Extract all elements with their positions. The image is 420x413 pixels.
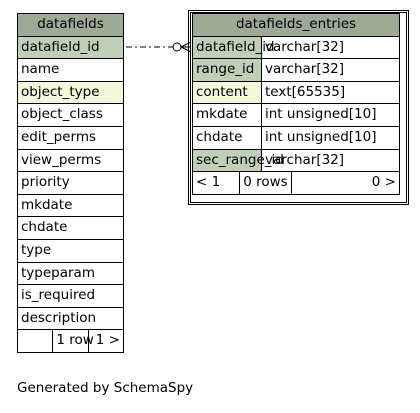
parents-count[interactable]: < 1 [193, 172, 241, 194]
column-type: int unsigned[10] [261, 125, 400, 150]
column-name[interactable]: datafield_id [17, 35, 124, 60]
column-name[interactable]: mkdate [17, 193, 124, 218]
crow-foot-upper [180, 41, 192, 48]
column-name[interactable]: sec_range_id [192, 148, 284, 173]
table-header[interactable]: datafields_entries [192, 13, 400, 37]
column-name[interactable]: typeparam [17, 261, 124, 286]
column-name[interactable]: mkdate [192, 103, 262, 127]
column-name[interactable]: edit_perms [17, 125, 124, 150]
column-name[interactable]: datafield_id [192, 35, 275, 60]
column-name[interactable]: description [17, 306, 124, 331]
column-type: text[65535] [261, 80, 400, 105]
column-type: varchar[32] [261, 35, 400, 60]
children-count[interactable]: 1 > [87, 329, 125, 353]
row-count: 1 row [52, 329, 94, 353]
table-row[interactable]: datafield_id [17, 35, 124, 60]
children-count: 0 > [291, 172, 399, 194]
table-row[interactable]: description [17, 306, 124, 331]
table-row[interactable]: object_class [17, 103, 124, 127]
column-name[interactable]: name [17, 58, 124, 82]
parents-count [16, 329, 54, 353]
table-row[interactable]: name [17, 58, 124, 82]
column-type: int unsigned[10] [261, 103, 400, 127]
column-name[interactable]: is_required [17, 284, 124, 308]
column-name[interactable]: content [192, 80, 262, 105]
column-name[interactable]: object_class [17, 103, 124, 127]
crow-foot-lower [180, 46, 192, 53]
table-row[interactable]: object_type [17, 80, 124, 105]
table-row[interactable]: is_required [17, 284, 124, 308]
table-row[interactable]: typeparam [17, 261, 124, 286]
table-header[interactable]: datafields [17, 13, 124, 37]
table-row[interactable]: mkdate [17, 193, 124, 218]
table-row[interactable]: priority [17, 171, 124, 195]
column-name[interactable]: chdate [192, 125, 262, 150]
table-row[interactable]: edit_perms [17, 125, 124, 150]
row-count: 0 rows [239, 172, 293, 194]
zero-optionality-marker [172, 42, 182, 52]
generator-credit: Generated by SchemaSpy [17, 380, 194, 396]
column-name[interactable]: priority [17, 171, 124, 195]
column-type: varchar[32] [261, 58, 400, 82]
column-name[interactable]: object_type [17, 80, 124, 105]
column-type: varchar[32] [261, 148, 400, 173]
